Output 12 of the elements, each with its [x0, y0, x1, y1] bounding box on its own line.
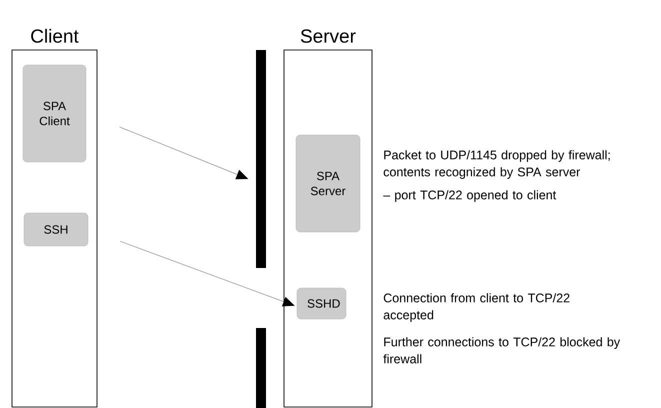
description-text: Packet to UDP/1145 dropped by firewall; contents recognized by SPA server — [384, 150, 610, 179]
column-heading: Client — [31, 28, 79, 43]
firewall-bar — [256, 50, 266, 268]
process-box: SSH — [24, 212, 88, 246]
process-box: SSHD — [296, 288, 346, 320]
column-heading: Server — [300, 29, 356, 43]
process-box: SPA Client — [22, 64, 86, 162]
firewall-bar — [256, 328, 266, 408]
description-text: Further connections to TCP/22 blocked by firewall — [383, 337, 620, 364]
process-box: SPA Server — [296, 134, 360, 232]
description-text: Connection from client to TCP/22 accepted — [384, 293, 570, 322]
description-text: – port TCP/22 opened to client — [383, 190, 556, 202]
